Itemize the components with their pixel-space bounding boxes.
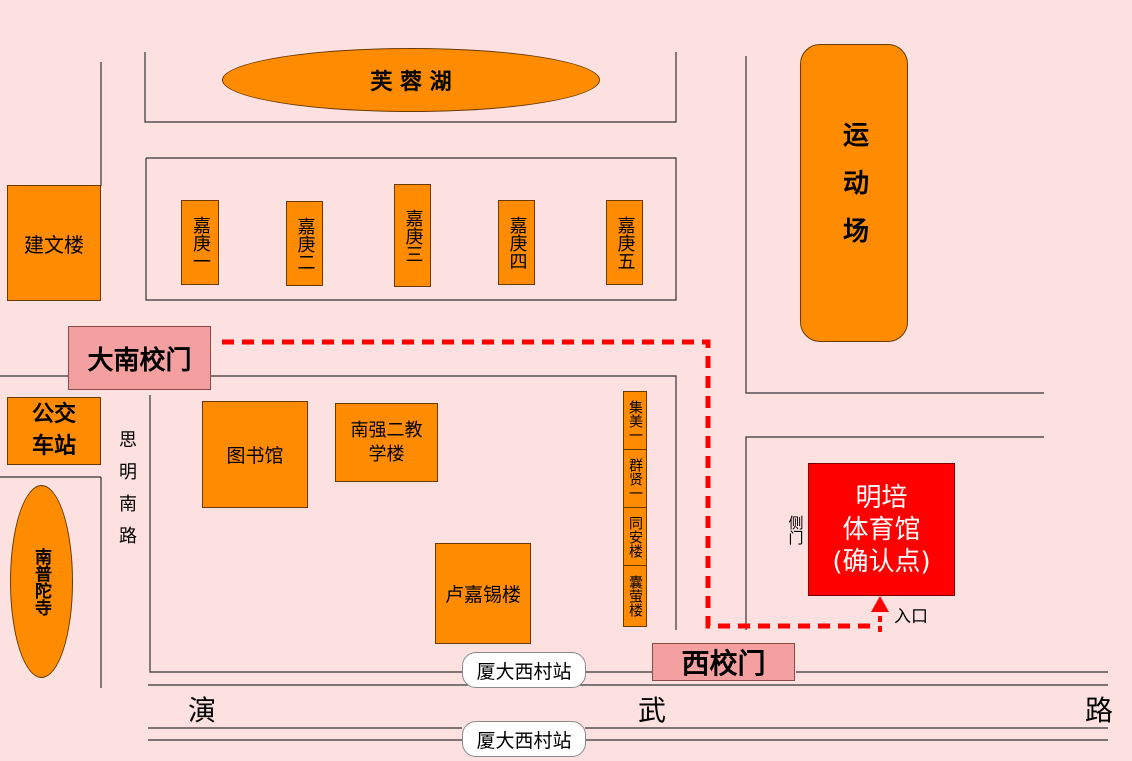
station-xiada-xicun-south: 厦大西村站: [462, 721, 586, 757]
jianwen-building: 建文楼: [7, 185, 101, 301]
mingpei-gym: 明培 体育馆 (确认点): [808, 463, 955, 596]
lake-label: 芙 蓉 湖: [370, 70, 452, 95]
bus-station-label: 公交车站: [31, 402, 76, 459]
library: 图书馆: [202, 401, 308, 508]
station-xiada-xicun-north: 厦大西村站: [462, 652, 586, 688]
nangying-building: 囊萤楼: [627, 575, 643, 617]
road-char-yan: 演: [188, 694, 217, 727]
jiageng-5-label: 嘉庚五: [614, 215, 636, 270]
jiageng-2: 嘉庚二: [286, 201, 323, 286]
entrance-label: 入口: [894, 607, 928, 627]
side-door-label: 侧门: [786, 515, 805, 545]
da-nan-gate: 大南校门: [68, 326, 211, 390]
jiageng-1-label: 嘉庚一: [190, 215, 211, 270]
road-char-lu: 路: [1085, 694, 1114, 727]
bus-station: 公交车站: [7, 397, 101, 465]
jiageng-3-label: 嘉庚三: [402, 208, 424, 263]
west-gate: 西校门: [652, 643, 795, 681]
gym-checkpoint-label: (确认点): [832, 546, 931, 577]
nanputuo-label: 南普陀寺: [31, 547, 51, 616]
da-nan-gate-label: 大南校门: [87, 345, 192, 376]
lujiaxi-building: 卢嘉锡楼: [435, 543, 531, 644]
jiageng-2-label: 嘉庚二: [294, 216, 316, 271]
library-label: 图书馆: [226, 445, 284, 467]
road-char-wu: 武: [638, 694, 667, 727]
nanputuo-temple: 南普陀寺: [10, 485, 73, 678]
jianwen-label: 建文楼: [24, 232, 84, 257]
gym-name-line1: 明培: [855, 482, 908, 513]
jiageng-4-label: 嘉庚四: [506, 215, 528, 270]
nanqiang-building: 南强二教学楼: [335, 403, 438, 482]
lujiaxi-label: 卢嘉锡楼: [444, 584, 521, 606]
stadium-label: 运动场: [838, 121, 869, 265]
jiageng-1: 嘉庚一: [181, 200, 219, 285]
stadium: 运动场: [800, 44, 908, 342]
siming-road-label: 思明南路: [116, 430, 137, 558]
nanqiang-label: 南强二教学楼: [350, 419, 423, 465]
jiageng-5: 嘉庚五: [606, 200, 643, 285]
qunxian-1: 群贤一: [624, 450, 646, 508]
furong-lake: 芙 蓉 湖: [222, 48, 600, 112]
tongan-building: 同安楼: [624, 508, 646, 566]
jiageng-3: 嘉庚三: [394, 184, 431, 287]
west-gate-label: 西校门: [681, 647, 766, 680]
jimei-1: 集美一: [624, 392, 646, 450]
jimei-building-group: 集美一 群贤一 同安楼 囊萤楼: [623, 391, 647, 627]
jiageng-4: 嘉庚四: [498, 200, 535, 285]
gym-name-line2: 体育馆: [842, 514, 921, 545]
